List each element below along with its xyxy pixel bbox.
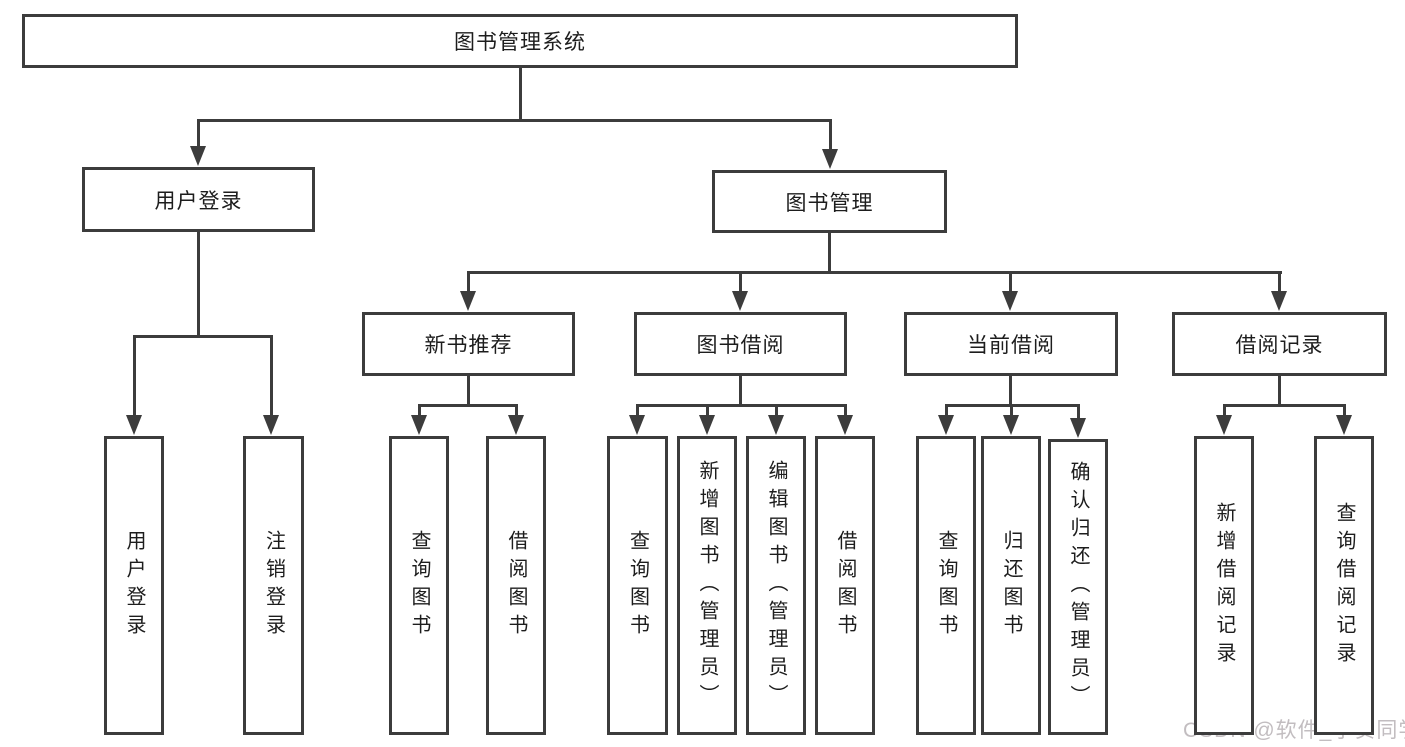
arrow-down-icon [768,415,784,435]
connector-line [739,271,742,295]
arrow-down-icon [411,415,427,435]
node-leaf-add-books: 新增图书（管理员） [677,436,737,735]
connector-line [1009,271,1012,295]
connector-line [828,233,831,274]
connector-line [197,119,200,151]
connector-line [1010,404,1013,418]
node-leaf-query-books-3: 查询图书 [916,436,976,735]
node-leaf-query-borrow-rec: 查询借阅记录 [1314,436,1374,735]
node-leaf-add-borrow-rec: 新增借阅记录 [1194,436,1254,735]
node-leaf-user-login: 用户登录 [104,436,164,735]
node-leaf-borrow-books-1: 借阅图书 [486,436,546,735]
connector-line [197,119,832,122]
arrow-down-icon [1003,415,1019,435]
connector-line [844,404,847,418]
arrow-down-icon [190,146,206,166]
arrow-down-icon [822,149,838,169]
connector-line [1077,404,1080,418]
connector-line [1278,271,1281,295]
arrow-down-icon [732,291,748,311]
connector-line [133,335,273,338]
connector-line [467,271,470,295]
arrow-down-icon [1336,415,1352,435]
connector-line [1343,404,1346,418]
node-library-system: 图书管理系统 [22,14,1018,68]
connector-line [706,404,709,418]
arrow-down-icon [1216,415,1232,435]
connector-line [1223,404,1346,407]
node-leaf-confirm-return: 确认归还（管理员） [1048,439,1108,735]
connector-line [775,404,778,418]
connector-line [636,404,639,418]
node-leaf-borrow-books-2: 借阅图书 [815,436,875,735]
connector-line [467,376,470,407]
connector-line [1278,376,1281,407]
connector-line [636,404,847,407]
connector-line [1009,376,1012,407]
connector-line [739,376,742,407]
arrow-down-icon [1002,291,1018,311]
connector-line [519,66,522,121]
node-user-login: 用户登录 [82,167,315,232]
connector-line [515,404,518,418]
node-borrowing-records: 借阅记录 [1172,312,1387,376]
arrow-down-icon [699,415,715,435]
connector-line [133,335,136,419]
node-current-borrowing: 当前借阅 [904,312,1118,376]
node-leaf-query-books-1: 查询图书 [389,436,449,735]
arrow-down-icon [938,415,954,435]
arrow-down-icon [1070,418,1086,438]
arrow-down-icon [126,415,142,435]
arrow-down-icon [629,415,645,435]
arrow-down-icon [837,415,853,435]
connector-line [197,232,200,338]
connector-line [945,404,948,418]
node-new-book-recommend: 新书推荐 [362,312,575,376]
arrow-down-icon [508,415,524,435]
node-leaf-edit-books: 编辑图书（管理员） [746,436,806,735]
arrow-down-icon [263,415,279,435]
connector-line [418,404,421,418]
node-leaf-query-books-2: 查询图书 [607,436,668,735]
connector-line [418,404,518,407]
arrow-down-icon [460,291,476,311]
node-book-management: 图书管理 [712,170,947,233]
arrow-down-icon [1271,291,1287,311]
node-leaf-return-books: 归还图书 [981,436,1041,735]
connector-line [1223,404,1226,418]
connector-line [270,335,273,419]
connector-line [829,119,832,153]
connector-line [467,271,1282,274]
node-leaf-logout: 注销登录 [243,436,304,735]
node-book-borrowing: 图书借阅 [634,312,847,376]
